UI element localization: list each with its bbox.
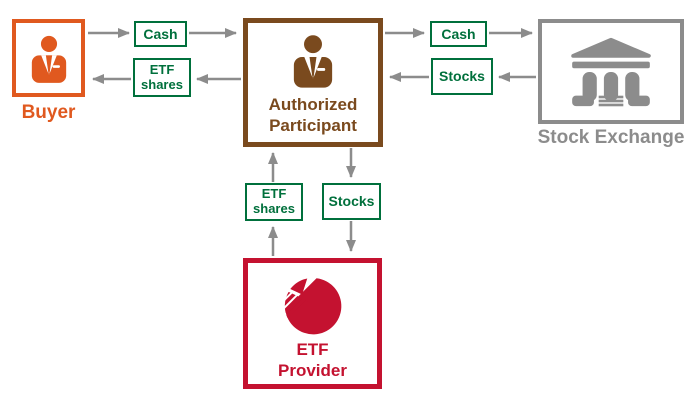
node-stock-exchange (538, 19, 684, 124)
node-authorized-participant: Authorized Participant (243, 18, 383, 147)
flow-label-stocks-ap-to-provider: Stocks (322, 183, 381, 220)
bank-building-icon (563, 36, 659, 108)
flow-label-etf-shares-provider-to-ap: ETF shares (245, 183, 303, 221)
businessman-icon (23, 31, 75, 87)
node-etf-provider: ETF Provider (243, 258, 382, 389)
node-buyer (12, 19, 85, 97)
etf-provider-label: ETF Provider (278, 340, 347, 380)
stock-exchange-label: Stock Exchange (537, 127, 685, 148)
flow-label-stocks-exchange-to-ap: Stocks (431, 58, 493, 95)
flow-label-etf-shares-ap-to-buyer: ETF shares (133, 58, 191, 97)
flow-label-cash-ap-to-exchange: Cash (430, 21, 487, 47)
authorized-participant-label: Authorized Participant (268, 95, 358, 135)
pie-chart-icon (281, 274, 345, 338)
businessman-icon (284, 31, 342, 91)
flow-label-cash-buyer-to-ap: Cash (134, 21, 187, 47)
buyer-label: Buyer (21, 102, 76, 123)
